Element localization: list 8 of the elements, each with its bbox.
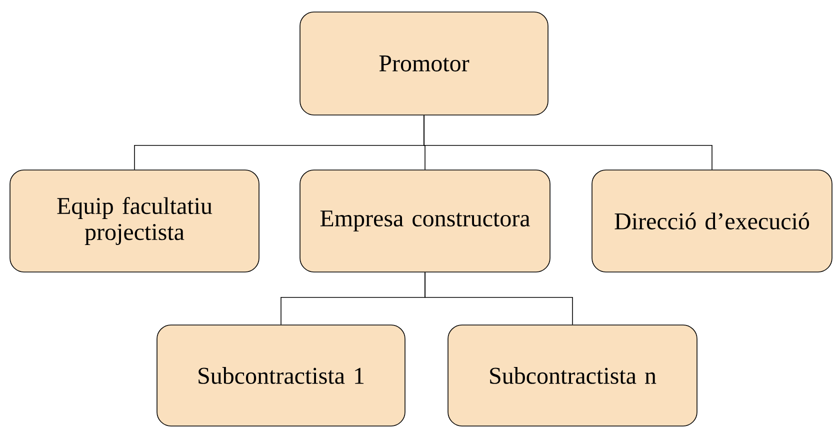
org-box: Subcontractista 1 — [156, 324, 406, 426]
org-box: Direcció d’execució — [592, 170, 832, 272]
org-box: Subcontractista n — [448, 324, 698, 426]
org-box: Empresa constructora — [300, 170, 550, 272]
org-box: Promotor — [300, 12, 548, 116]
connector-line — [424, 115, 712, 170]
connector-line — [424, 272, 573, 325]
org-box: Equip facultatiu projectista — [10, 170, 260, 272]
